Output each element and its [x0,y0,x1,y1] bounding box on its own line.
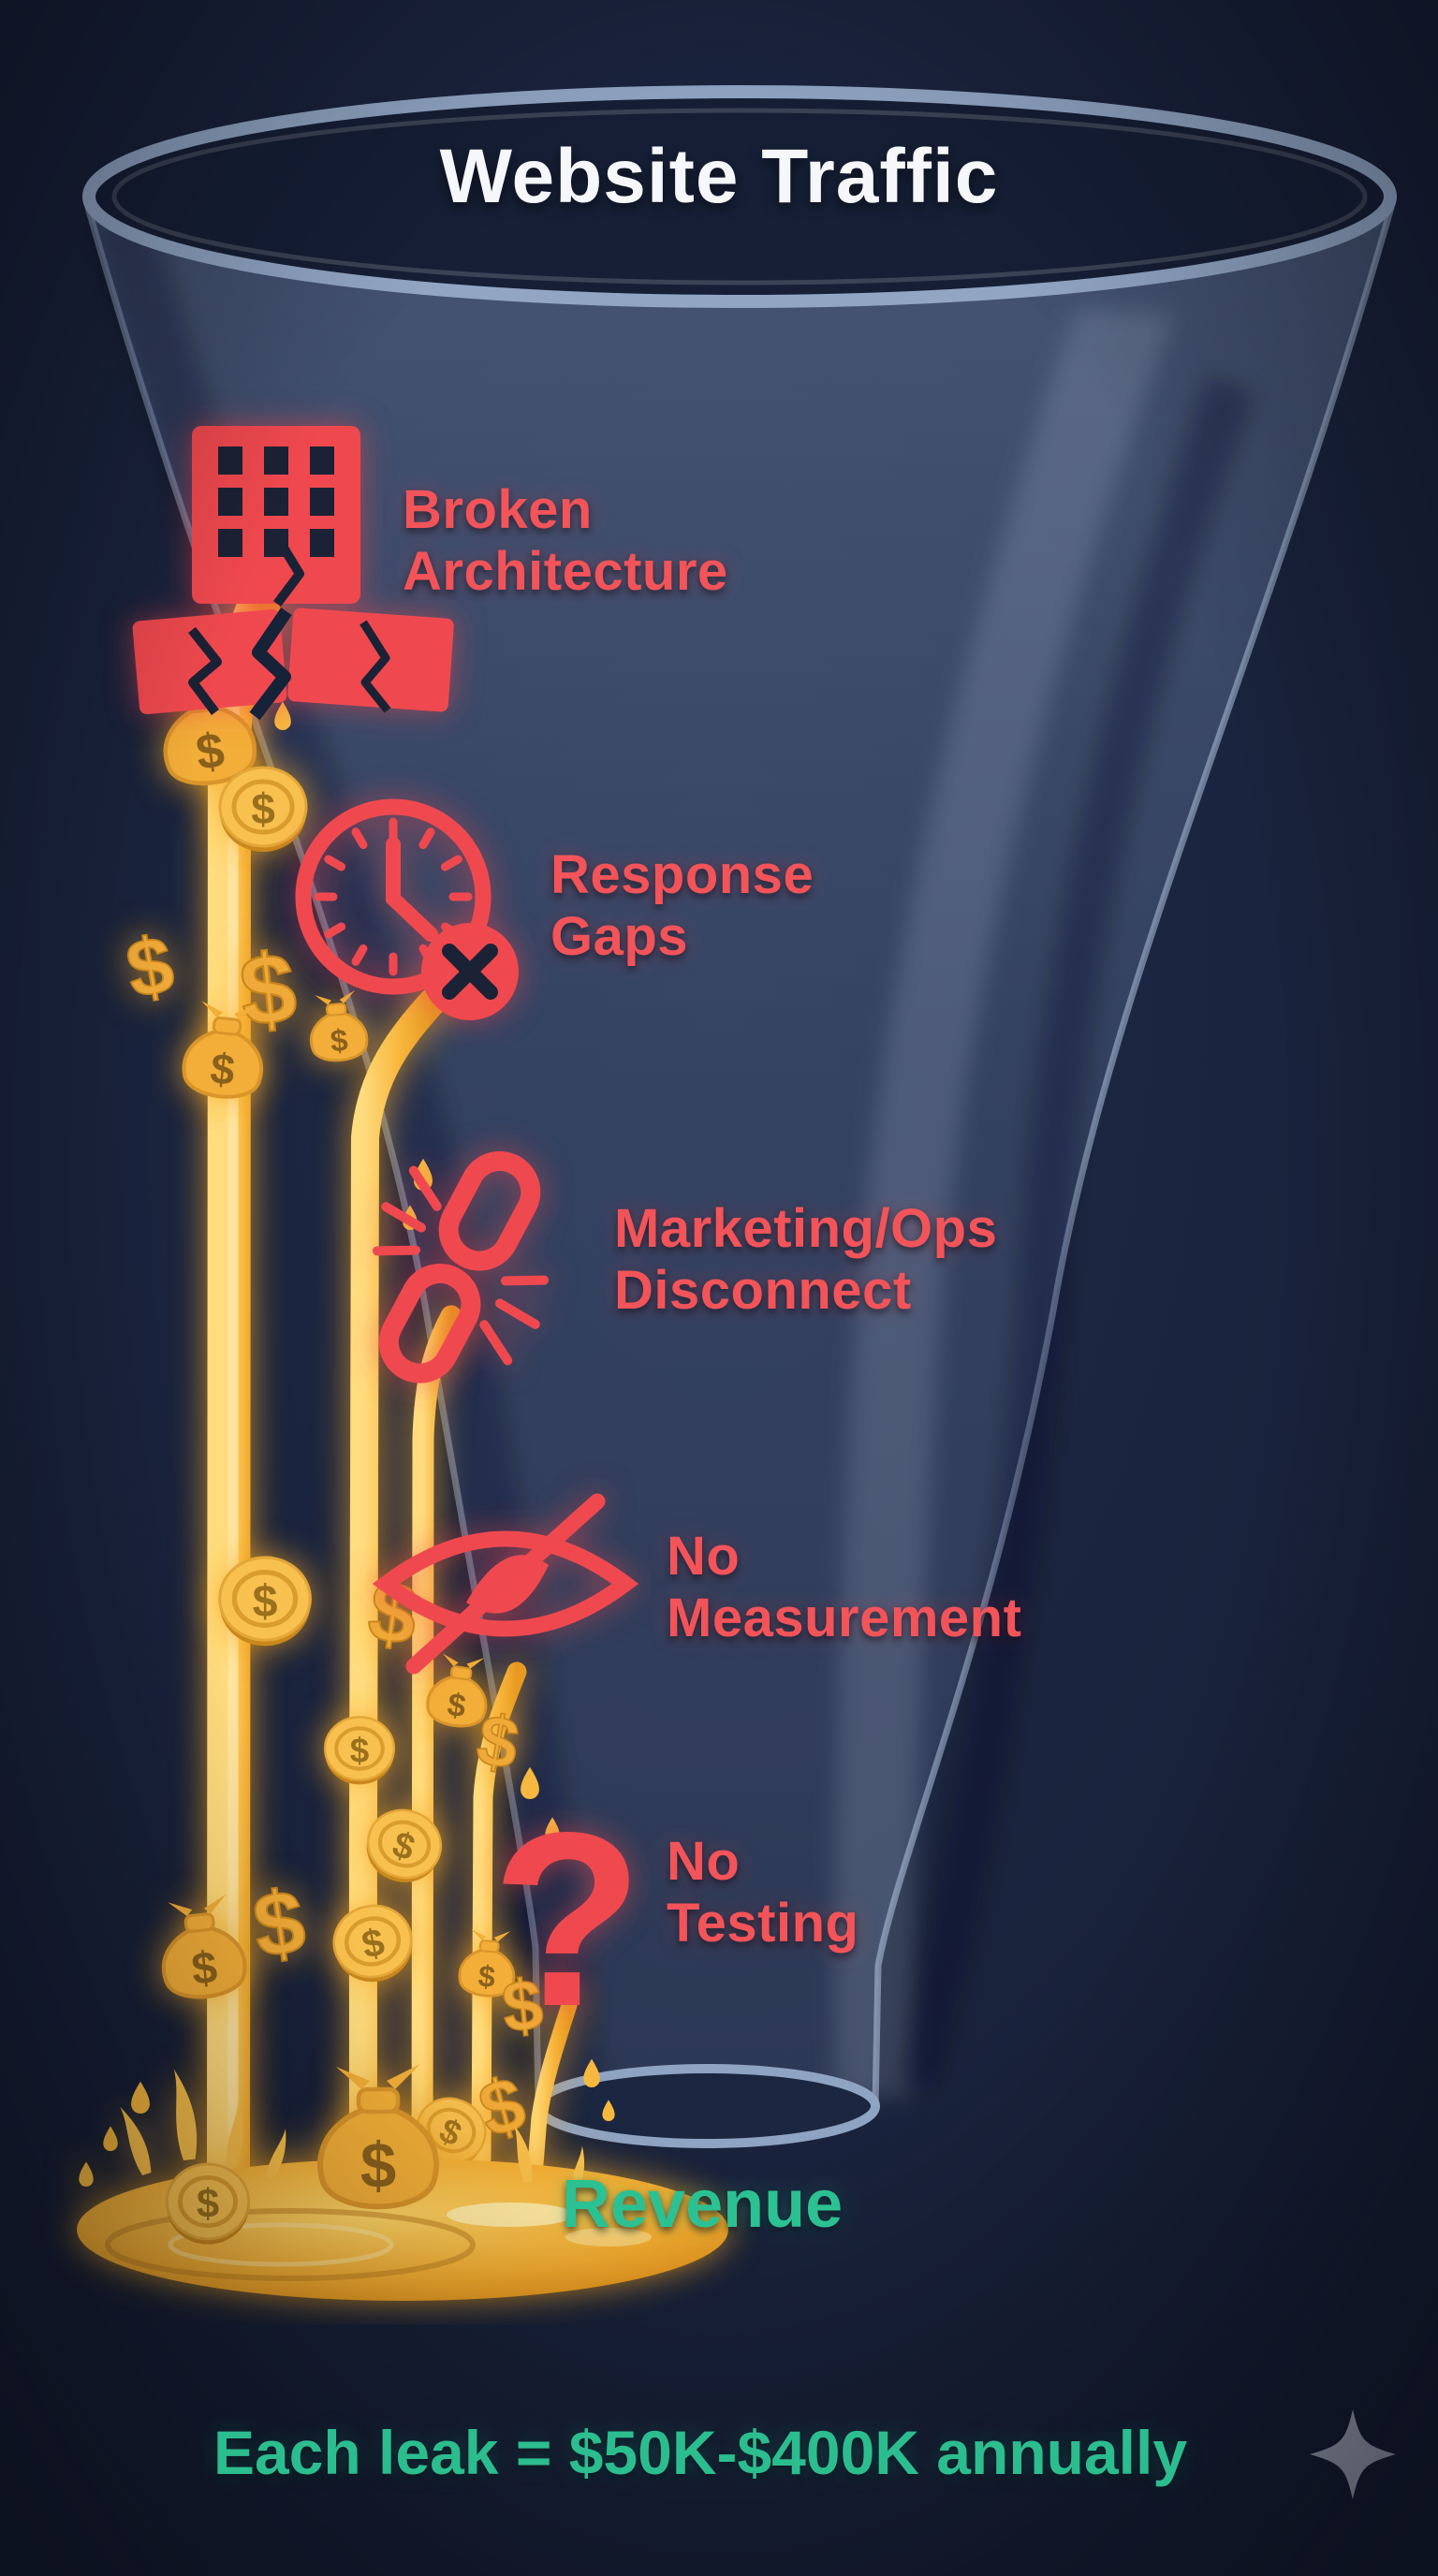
leak-label-line: Response [550,844,814,905]
leak-label-line: No [667,1831,741,1892]
leak-label-broken-architecture: Broken Architecture [403,479,728,603]
revenue-label: Revenue [562,2167,844,2242]
leak-label-response-gaps: Response Gaps [550,844,814,968]
leak-label-line: Marketing/Ops [614,1198,998,1259]
leak-label-line: Architecture [403,541,728,603]
leak-label-line: No [667,1526,741,1587]
bottom-caption: Each leak = $50K-$400K annually [213,2418,1188,2487]
leak-label-line: Testing [667,1893,859,1954]
page-title: Website Traffic [439,134,999,219]
leak-label-no-measurement: No Measurement [667,1526,1021,1649]
leak-label-no-testing: No Testing [667,1831,858,1954]
leak-label-line: Measurement [667,1588,1022,1649]
leak-label-line: Disconnect [614,1260,912,1322]
leak-label-marketing-ops-disconnect: Marketing/Ops Disconnect [614,1198,997,1322]
leak-label-line: Gaps [550,906,689,968]
leak-label-line: Broken [403,479,593,540]
